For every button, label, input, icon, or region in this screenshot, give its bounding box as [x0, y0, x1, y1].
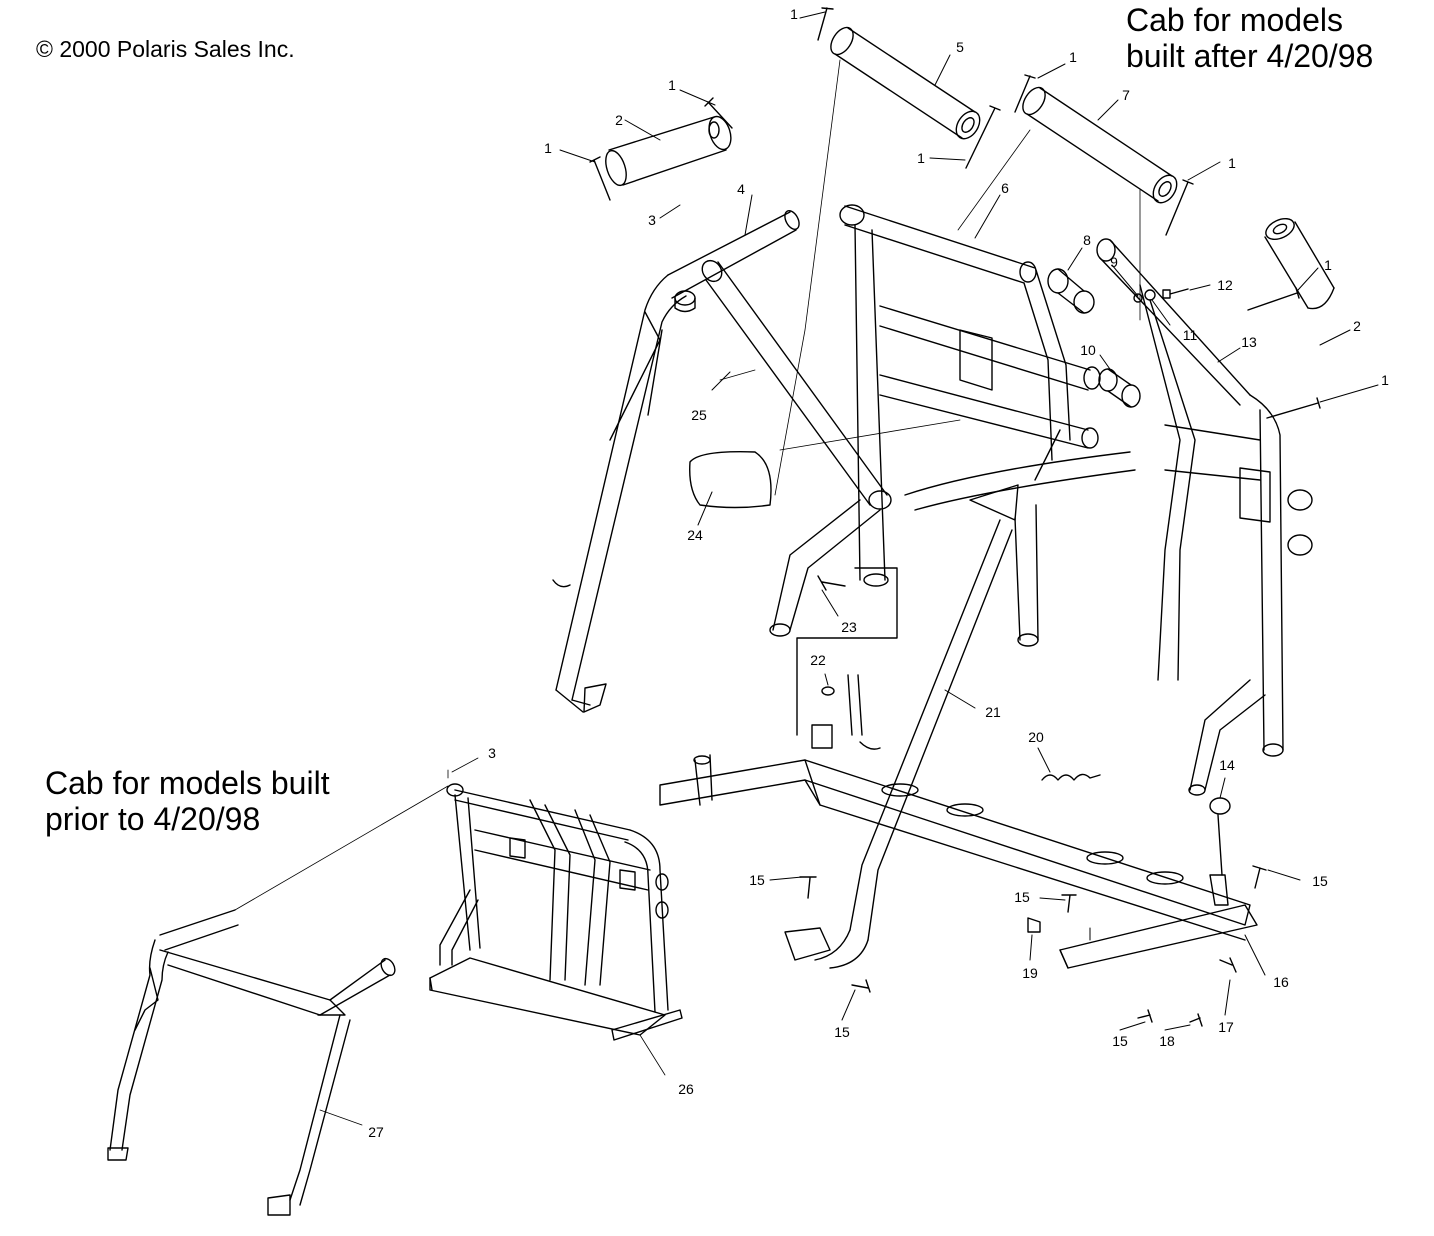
screws-1	[590, 8, 1320, 418]
fasteners-9-11-12	[1134, 289, 1188, 302]
callout-3: 3	[648, 212, 656, 228]
washer-22	[812, 687, 834, 748]
callout-18: 18	[1159, 1033, 1175, 1049]
old-cab-lines	[235, 758, 665, 1125]
base-frame	[660, 675, 1257, 968]
callout-1: 1	[544, 140, 552, 156]
callout-15: 15	[1014, 889, 1030, 905]
heading-after-4-20-98: Cab for models built after 4/20/98	[1126, 2, 1426, 74]
old-cab-rear-26	[430, 784, 682, 1040]
callout-1: 1	[668, 77, 676, 93]
callout-1: 1	[1324, 257, 1332, 273]
callout-20: 20	[1028, 729, 1044, 745]
callout-1: 1	[790, 6, 798, 22]
grab-bar-pad-7	[1018, 84, 1181, 208]
callout-14: 14	[1219, 757, 1235, 773]
assembly-lines	[720, 60, 1140, 495]
callout-5: 5	[956, 39, 964, 55]
bolt-23	[797, 568, 897, 735]
bolts-15	[800, 866, 1266, 1026]
callout-2: 2	[615, 112, 623, 128]
heading-after-line2: built after 4/20/98	[1126, 38, 1374, 74]
spacer-8	[1048, 269, 1094, 313]
spring-20	[1042, 774, 1100, 780]
leader-lines	[560, 12, 1378, 1030]
grab-bar-pad-2-right	[1263, 215, 1334, 309]
callout-22: 22	[810, 652, 826, 668]
old-cab-frame-27	[108, 910, 398, 1215]
callout-25: 25	[691, 407, 707, 423]
callout-15: 15	[749, 872, 765, 888]
head-rest-24	[690, 452, 771, 508]
callout-13: 13	[1241, 334, 1257, 350]
callout-8: 8	[1083, 232, 1091, 248]
callout-1: 1	[917, 150, 925, 166]
callout-7: 7	[1122, 87, 1130, 103]
callout-10: 10	[1080, 342, 1096, 358]
callout-15: 15	[1112, 1033, 1128, 1049]
callout-1: 1	[1228, 155, 1236, 171]
main-cab-frame-6	[770, 205, 1135, 646]
heading-prior-line1: Cab for models built	[45, 765, 330, 801]
callout-26: 26	[678, 1081, 694, 1097]
callout-15: 15	[834, 1024, 850, 1040]
callout-21: 21	[985, 704, 1001, 720]
spacer-10	[1099, 369, 1140, 407]
callout-1: 1	[1069, 49, 1077, 65]
support-rod-21	[785, 520, 1012, 968]
callout-1: 1	[1381, 372, 1389, 388]
grab-bar-pad-2	[602, 114, 735, 188]
callout-12: 12	[1217, 277, 1233, 293]
callout-15: 15	[1312, 873, 1328, 889]
rear-frame-13	[1097, 239, 1312, 795]
callout-17: 17	[1218, 1019, 1234, 1035]
callout-11: 11	[1182, 327, 1198, 343]
copyright-notice: © 2000 Polaris Sales Inc.	[36, 36, 295, 62]
callout-27: 27	[368, 1124, 384, 1140]
callout-9: 9	[1110, 254, 1118, 270]
callout-19: 19	[1022, 965, 1038, 981]
callout-6: 6	[1001, 180, 1009, 196]
heading-prior-line2: prior to 4/20/98	[45, 801, 261, 837]
callout-4: 4	[737, 181, 745, 197]
crossbar-25	[698, 257, 891, 509]
callout-2: 2	[1353, 318, 1361, 334]
grab-bar-pad-5	[826, 24, 984, 144]
rops-side-bar-4	[553, 208, 802, 712]
callout-23: 23	[841, 619, 857, 635]
callout-16: 16	[1273, 974, 1289, 990]
heading-prior-4-20-98: Cab for models built prior to 4/20/98	[45, 765, 375, 837]
heading-after-line1: Cab for models	[1126, 2, 1343, 38]
callout-24: 24	[687, 527, 703, 543]
callout-3: 3	[488, 745, 496, 761]
